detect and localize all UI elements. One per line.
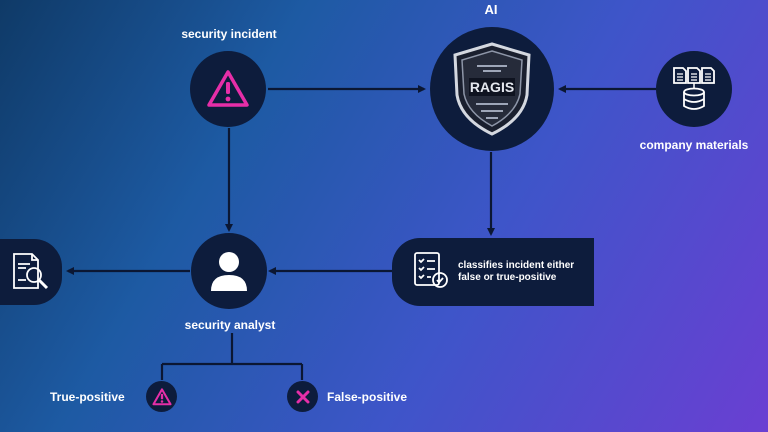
documents-database-icon (673, 67, 715, 110)
materials-label: company materials (639, 138, 749, 152)
ragis-logo-text: RAGIS (470, 79, 514, 95)
person-icon (211, 252, 247, 291)
classifier-text: classifies incident either false or true… (458, 260, 574, 284)
security-analyst-node[interactable] (191, 233, 267, 309)
false-positive-node[interactable] (287, 381, 318, 412)
incident-label: security incident (181, 27, 277, 41)
true-positive-node[interactable] (146, 381, 177, 412)
report-node[interactable] (0, 239, 62, 305)
checklist-icon (414, 252, 448, 288)
classifier-text-line1: classifies incident either (458, 260, 575, 271)
security-incident-node[interactable] (190, 51, 266, 127)
warning-triangle-icon (151, 387, 172, 405)
outcome-branch-lines (160, 333, 304, 380)
ai-label: AI (484, 2, 498, 17)
analyst-label: security analyst (184, 318, 276, 332)
classifier-text-line2: false or true-positive (458, 272, 557, 283)
classifier-panel[interactable]: classifies incident either false or true… (392, 238, 594, 306)
company-materials-node[interactable] (656, 51, 732, 127)
true-positive-label: True-positive (50, 390, 125, 404)
x-mark-icon (296, 390, 309, 403)
warning-triangle-icon (207, 70, 249, 107)
document-search-icon (13, 253, 49, 290)
ai-node[interactable]: RAGIS (430, 27, 554, 151)
shield-logo-icon: RAGIS (453, 42, 531, 136)
false-positive-label: False-positive (327, 390, 408, 404)
